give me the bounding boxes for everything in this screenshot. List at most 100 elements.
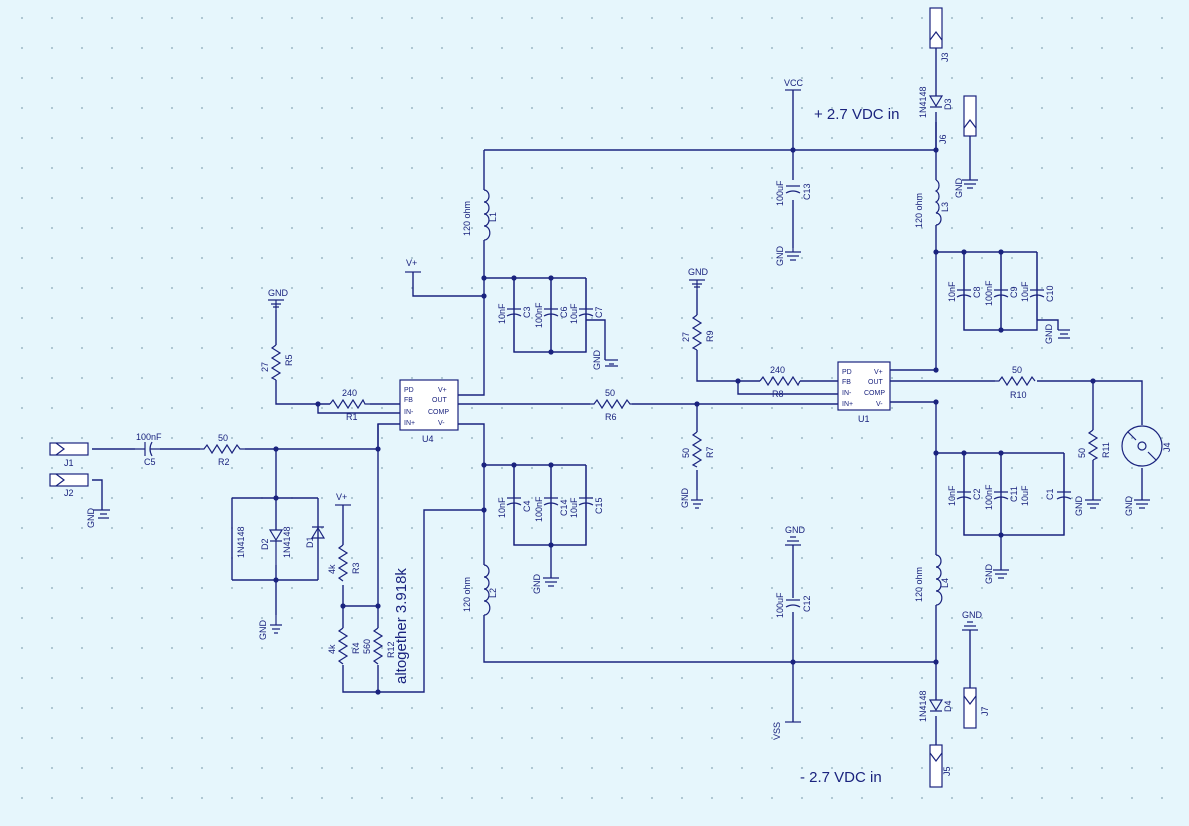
r7-value: 50 — [681, 448, 691, 458]
l3-value: 120 ohm — [914, 193, 924, 228]
capacitor-c5: 100nF C5 — [135, 432, 162, 467]
l1-value: 120 ohm — [462, 201, 472, 236]
svg-text:GND: GND — [688, 267, 709, 277]
d4-value: 1N4148 — [918, 690, 928, 722]
connector-j6: J6 — [938, 95, 977, 180]
resistor-r7: 50 R7 — [681, 431, 715, 468]
svg-text:GND: GND — [258, 620, 268, 641]
j7-ref: J7 — [980, 706, 990, 716]
c9-value: 100nF — [984, 280, 994, 306]
resistor-r9: 27 R9 — [681, 314, 715, 351]
svg-text:GND: GND — [268, 288, 289, 298]
ic-u4-body — [399, 379, 459, 431]
r11-value: 50 — [1077, 448, 1087, 458]
svg-text:GND: GND — [532, 574, 542, 595]
capacitor-c1: 10uF C1 — [1020, 453, 1072, 535]
u4-pin-pd: PD — [404, 387, 414, 394]
pos-supply-annotation: + 2.7 VDC in — [814, 106, 899, 123]
svg-text:V+: V+ — [406, 258, 417, 268]
wires — [92, 80, 1143, 745]
j5-ref: J5 — [942, 766, 952, 776]
svg-text:GND: GND — [1124, 496, 1134, 517]
connector-j4: J4 — [1121, 425, 1172, 467]
ground-symbol: GND — [954, 178, 978, 199]
capacitor-c2: 10nF C2 — [947, 453, 982, 535]
ground-symbol: GND — [775, 246, 801, 267]
svg-text:GND: GND — [775, 246, 785, 267]
l4-ref: L4 — [940, 578, 950, 588]
resistor-r3: 4k R3 — [327, 544, 361, 582]
d3-value: 1N4148 — [918, 86, 928, 118]
u4-pin-v-plus: V+ — [438, 387, 447, 394]
svg-text:GND: GND — [680, 488, 690, 509]
r3-value: 4k — [327, 564, 337, 574]
c15-value: 10uF — [569, 497, 579, 518]
d2-ref: D2 — [260, 538, 270, 550]
c6-value: 100nF — [534, 302, 544, 328]
r12-ref: R12 — [386, 641, 396, 658]
c4-ref: C4 — [522, 500, 532, 512]
r4-value: 4k — [327, 644, 337, 654]
svg-text:GND: GND — [592, 350, 602, 371]
c5-ref: C5 — [144, 457, 156, 467]
neg-supply-annotation: - 2.7 VDC in — [800, 769, 882, 786]
inductor-l3: 120 ohm L3 — [914, 179, 950, 228]
d4-ref: D4 — [943, 700, 953, 712]
diode-d2: 1N4148 D2 — [236, 526, 284, 565]
vplus-symbol: V+ — [335, 492, 351, 506]
d3-ref: D3 — [943, 98, 953, 110]
resistor-r8: 240 R8 — [759, 365, 801, 399]
d1-ref: D1 — [305, 536, 315, 548]
resistor-r12: 560 R12 — [362, 627, 396, 665]
c9-ref: C9 — [1009, 286, 1019, 298]
capacitor-c4: 10nF C4 — [497, 465, 532, 545]
ground-symbol: GND — [1044, 324, 1070, 344]
capacitor-c8: 10nF C8 — [947, 252, 982, 330]
u1-pin-v-minus: V- — [876, 401, 883, 408]
svg-text:GND: GND — [984, 564, 994, 585]
d2-value: 1N4148 — [236, 526, 246, 558]
r7-ref: R7 — [705, 446, 715, 458]
svg-text:GND: GND — [954, 178, 964, 199]
c5-value: 100nF — [136, 432, 162, 442]
c13-value: 100uF — [775, 180, 785, 206]
r6-value: 50 — [605, 388, 615, 398]
u1-pin-out: OUT — [868, 379, 884, 386]
resistor-r10: 50 R10 — [995, 365, 1036, 400]
capacitor-c7: 10uF C7 — [569, 278, 604, 352]
resistor-r5: 27 R5 — [260, 344, 294, 381]
r3-ref: R3 — [351, 562, 361, 574]
r1-value: 240 — [342, 388, 357, 398]
j4-ref: J4 — [1162, 442, 1172, 452]
u1-pin-v-plus: V+ — [874, 369, 883, 376]
ground-symbol: GND — [86, 508, 110, 528]
connector-j7: J7 — [963, 630, 990, 729]
r8-value: 240 — [770, 365, 785, 375]
c11-value: 100nF — [984, 484, 994, 510]
ground-symbol: GND — [268, 288, 289, 310]
r4-ref: R4 — [351, 642, 361, 654]
inductor-l4: 120 ohm L4 — [914, 554, 950, 606]
u4-pin-fb: FB — [404, 397, 413, 404]
l1-ref: L1 — [488, 212, 498, 222]
r8-ref: R8 — [772, 389, 784, 399]
j3-ref: J3 — [940, 52, 950, 62]
altogether-annotation: altogether 3.918k — [393, 568, 410, 684]
svg-text:GND: GND — [785, 525, 806, 535]
vcc-symbol: VCC — [784, 78, 804, 91]
l2-ref: L2 — [488, 588, 498, 598]
u4-ref: U4 — [422, 434, 434, 444]
capacitor-c10: 10uF C10 — [1020, 252, 1055, 320]
r10-value: 50 — [1012, 365, 1022, 375]
ground-symbol: GND — [688, 267, 709, 290]
connector-j1: J1 — [49, 442, 89, 468]
r5-ref: R5 — [284, 354, 294, 366]
ground-symbol: GND — [1074, 496, 1101, 516]
j2-ref: J2 — [64, 488, 74, 498]
ground-symbol: GND — [984, 564, 1009, 585]
capacitor-c12: 100uF C12 — [775, 592, 812, 618]
diode-d1: 1N4148 D1 — [282, 526, 326, 558]
r11-ref: R11 — [1101, 442, 1111, 458]
c7-value: 10uF — [569, 303, 579, 324]
